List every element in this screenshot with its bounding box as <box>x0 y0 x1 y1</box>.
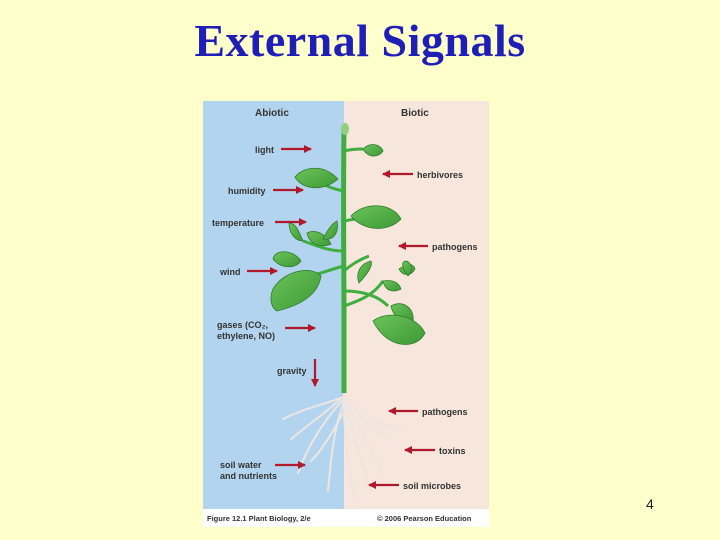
label-toxins: toxins <box>439 446 466 456</box>
label-pathogens-lower: pathogens <box>422 407 468 417</box>
label-humidity: humidity <box>228 186 266 196</box>
leaf <box>294 167 339 189</box>
leaf <box>270 270 322 312</box>
label-gases-line2: ethylene, NO) <box>217 331 275 341</box>
copyright-caption: © 2006 Pearson Education <box>377 514 472 523</box>
leaf <box>382 280 402 292</box>
leaf <box>372 314 426 345</box>
label-gravity: gravity <box>277 366 307 376</box>
leaves <box>270 144 426 345</box>
slide-title: External Signals <box>194 15 526 66</box>
roots <box>282 390 404 500</box>
label-soil-water: soil water <box>220 460 262 470</box>
leaf <box>322 220 338 240</box>
leaf <box>362 144 384 157</box>
biotic-panel <box>344 101 489 509</box>
plant-signals-figure: Abiotic Biotic <box>203 101 489 527</box>
label-pathogens-upper: pathogens <box>432 242 478 252</box>
abiotic-title: Abiotic <box>255 108 289 119</box>
label-gases: gases (CO₂, <box>217 320 268 330</box>
leaf <box>402 260 413 277</box>
leaf <box>350 205 402 229</box>
page-number: 4 <box>646 496 654 512</box>
label-herbivores: herbivores <box>417 170 463 180</box>
biotic-arrows <box>368 170 435 489</box>
leaf <box>272 251 302 268</box>
bud <box>341 123 349 135</box>
label-soil-microbes: soil microbes <box>403 481 461 491</box>
abiotic-arrows <box>247 145 319 469</box>
label-light: light <box>255 145 274 155</box>
biotic-title: Biotic <box>401 108 429 119</box>
label-soil-water-line2: and nutrients <box>220 471 277 481</box>
label-wind: wind <box>219 267 241 277</box>
label-temperature: temperature <box>212 218 264 228</box>
leaf <box>357 260 372 284</box>
caption-bar <box>203 509 489 527</box>
figure-caption: Figure 12.1 Plant Biology, 2/e <box>207 514 311 523</box>
